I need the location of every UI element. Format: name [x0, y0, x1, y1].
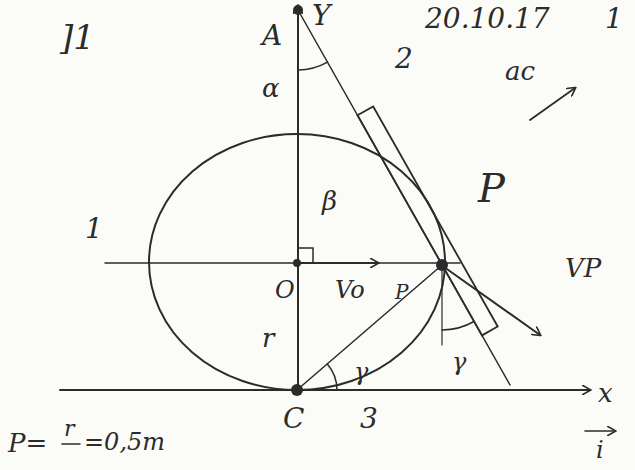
- sketch-label: A: [262, 22, 282, 50]
- sketch-label: P=: [8, 430, 47, 456]
- rod-axis: [298, 10, 510, 385]
- sketch-label: 20.10.17: [425, 5, 550, 33]
- point-o: [293, 259, 301, 267]
- velocity-arrow: [298, 262, 378, 264]
- sketch-label: 1: [605, 5, 623, 33]
- angle-arc: [442, 322, 474, 331]
- fraction-bar: [62, 443, 80, 445]
- sketch-label: C: [283, 405, 304, 433]
- sketch-label: 3: [360, 405, 378, 433]
- vertical-line: [441, 265, 442, 345]
- sketch-label: x: [598, 380, 613, 406]
- sketch-label: VP: [565, 255, 601, 281]
- sketch-label: i: [596, 438, 604, 462]
- wheel-outline: [149, 134, 445, 390]
- sketch-label: P: [478, 168, 505, 208]
- sketch-label: O: [275, 278, 295, 302]
- acceleration-arrow: [530, 88, 575, 120]
- sketch-label: ac: [505, 58, 535, 84]
- point-a: [293, 5, 303, 15]
- sketch-label: r: [262, 325, 274, 351]
- angle-arc: [298, 62, 328, 70]
- x-axis: [60, 389, 590, 391]
- sketch-label: γ: [452, 350, 466, 374]
- horizontal-line: [105, 262, 460, 264]
- sketch-label: P: [395, 282, 408, 302]
- unit-vector-arrow: [585, 430, 615, 432]
- sketch-label: =0,5m: [84, 430, 165, 454]
- y-axis: [297, 6, 299, 390]
- sketch-label: β: [322, 188, 337, 214]
- angle-arc: [327, 364, 337, 390]
- sketch-label: 2: [395, 45, 413, 73]
- point-p: [436, 259, 448, 271]
- sketch-label: r: [64, 418, 75, 440]
- sketch-label: Y: [312, 2, 330, 30]
- velocity-arrow: [444, 267, 540, 335]
- line-cp: [297, 265, 442, 390]
- sketch-label: Vo: [335, 278, 365, 302]
- sketch-label: 1: [85, 215, 103, 243]
- point-c: [291, 384, 303, 396]
- sketch-label: α: [262, 75, 280, 101]
- sketch-label: ]1: [60, 20, 95, 54]
- rod-body: [358, 107, 498, 336]
- sketch-label: γ: [354, 360, 368, 384]
